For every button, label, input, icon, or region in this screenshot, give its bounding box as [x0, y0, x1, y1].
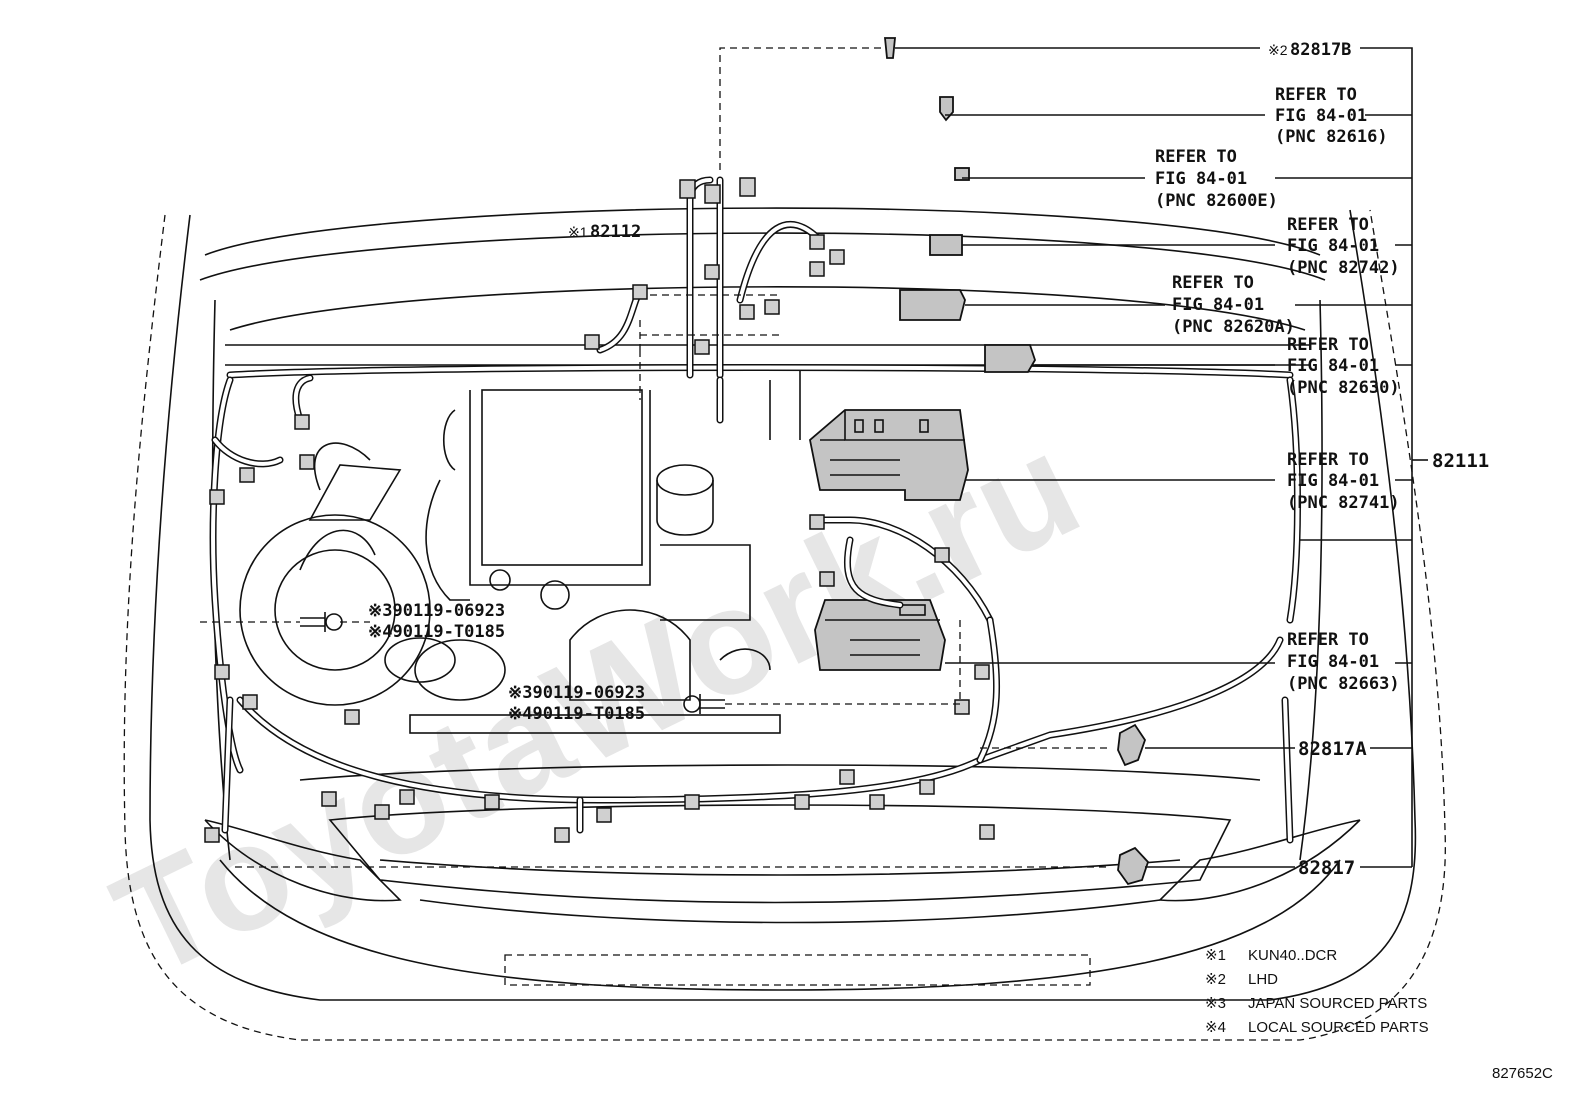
legend-mark: ※3: [1205, 995, 1226, 1012]
callout-82742: REFER TO FIG 84-01 (PNC 82742): [1287, 215, 1400, 278]
callout-line2: FIG 84-01: [1287, 236, 1379, 256]
drawing-code: 827652C: [1492, 1065, 1553, 1082]
callout-line3: (PNC 82600E): [1155, 191, 1278, 211]
callout-line1: REFER TO: [1287, 335, 1369, 355]
callout-line1: REFER TO: [1287, 215, 1369, 235]
callout-line2: FIG 84-01: [1172, 295, 1264, 315]
sub-harness-mark: ※1: [568, 224, 588, 240]
legend-mark: ※1: [1205, 947, 1226, 964]
callout-line1: REFER TO: [1287, 450, 1369, 470]
legend-text: LHD: [1248, 971, 1278, 988]
legend-item: ※3 JAPAN SOURCED PARTS: [1205, 995, 1427, 1012]
connector-82616-icon: [939, 96, 954, 122]
callout-line2: FIG 84-01: [1287, 356, 1379, 376]
callout-line2: FIG 84-01: [1155, 169, 1247, 189]
callout-82817: 82817: [1298, 857, 1355, 879]
part-number: 82817B: [1290, 40, 1351, 60]
clip-82817B-icon: [884, 37, 896, 59]
legend-mark: ※4: [1205, 1019, 1226, 1036]
relay-box: [809, 409, 969, 501]
callout-line3: (PNC 82630): [1287, 378, 1400, 398]
callout-line2: FIG 84-01: [1287, 652, 1379, 672]
callout-line3: (PNC 82620A): [1172, 317, 1295, 337]
callout-82817A: 82817A: [1298, 738, 1367, 760]
callout-line3: (PNC 82742): [1287, 258, 1400, 278]
legend-text: KUN40..DCR: [1248, 947, 1337, 964]
callout-line1: REFER TO: [1155, 147, 1237, 167]
legend: ※1 KUN40..DCR ※2 LHD ※3 JAPAN SOURCED PA…: [1205, 947, 1429, 1036]
callout-82620A: REFER TO FIG 84-01 (PNC 82620A): [1172, 273, 1295, 337]
callout-82741: REFER TO FIG 84-01 (PNC 82741): [1287, 450, 1400, 513]
callout-mark: ※2: [1268, 42, 1288, 58]
sub-harness-part-number: 82112: [590, 222, 641, 242]
component-icons: [884, 37, 1150, 886]
main-wire-harness: [209, 176, 1301, 844]
callout-line3: (PNC 82741): [1287, 493, 1400, 513]
leader-lines: [200, 47, 1428, 868]
bolt-label-left: ※390119-06923 ※490119-T0185: [368, 601, 505, 642]
main-part-number: 82111: [1432, 450, 1489, 472]
callout-line2: FIG 84-01: [1275, 106, 1367, 126]
bolt-part-line2: ※490119-T0185: [508, 704, 645, 724]
legend-mark: ※2: [1205, 971, 1226, 988]
clip-82817-icon: [1117, 846, 1150, 886]
callout-82600E: REFER TO FIG 84-01 (PNC 82600E): [1155, 147, 1278, 211]
legend-item: ※4 LOCAL SOURCED PARTS: [1205, 1019, 1429, 1036]
legend-item: ※2 LHD: [1205, 971, 1278, 988]
callout-line3: (PNC 82663): [1287, 674, 1400, 694]
bolt-icons: [300, 612, 725, 714]
bolt-label-center: ※390119-06923 ※490119-T0185: [508, 683, 645, 724]
bolt-part-line2: ※490119-T0185: [368, 622, 505, 642]
engine-assembly: [239, 370, 801, 734]
callout-82616: REFER TO FIG 84-01 (PNC 82616): [1275, 85, 1388, 147]
clip-82817A-icon: [1117, 723, 1146, 767]
bolt-part-line1: ※390119-06923: [508, 683, 645, 703]
callout-82817B: ※2 82817B: [1268, 40, 1351, 60]
bolt-part-line1: ※390119-06923: [368, 601, 505, 621]
callout-line1: REFER TO: [1275, 85, 1357, 105]
callout-line3: (PNC 82616): [1275, 127, 1388, 147]
sub-harness-label: ※1 82112: [568, 222, 641, 242]
callout-line1: REFER TO: [1287, 630, 1369, 650]
connector-82600E-icon: [954, 167, 970, 181]
callout-line1: REFER TO: [1172, 273, 1254, 293]
harness-connectors: [204, 177, 995, 843]
legend-text: JAPAN SOURCED PARTS: [1248, 995, 1427, 1012]
legend-text: LOCAL SOURCED PARTS: [1248, 1019, 1429, 1036]
relay-82620A-icon: [899, 289, 966, 321]
callout-82663: REFER TO FIG 84-01 (PNC 82663): [1287, 630, 1400, 694]
callout-line2: FIG 84-01: [1287, 471, 1379, 491]
callout-82630: REFER TO FIG 84-01 (PNC 82630): [1287, 335, 1400, 398]
legend-item: ※1 KUN40..DCR: [1205, 947, 1337, 964]
connector-82742-icon: [929, 234, 963, 256]
sub-harness-82112: [584, 284, 648, 354]
fuse-block: [814, 599, 946, 671]
relay-82630-icon: [984, 344, 1036, 373]
